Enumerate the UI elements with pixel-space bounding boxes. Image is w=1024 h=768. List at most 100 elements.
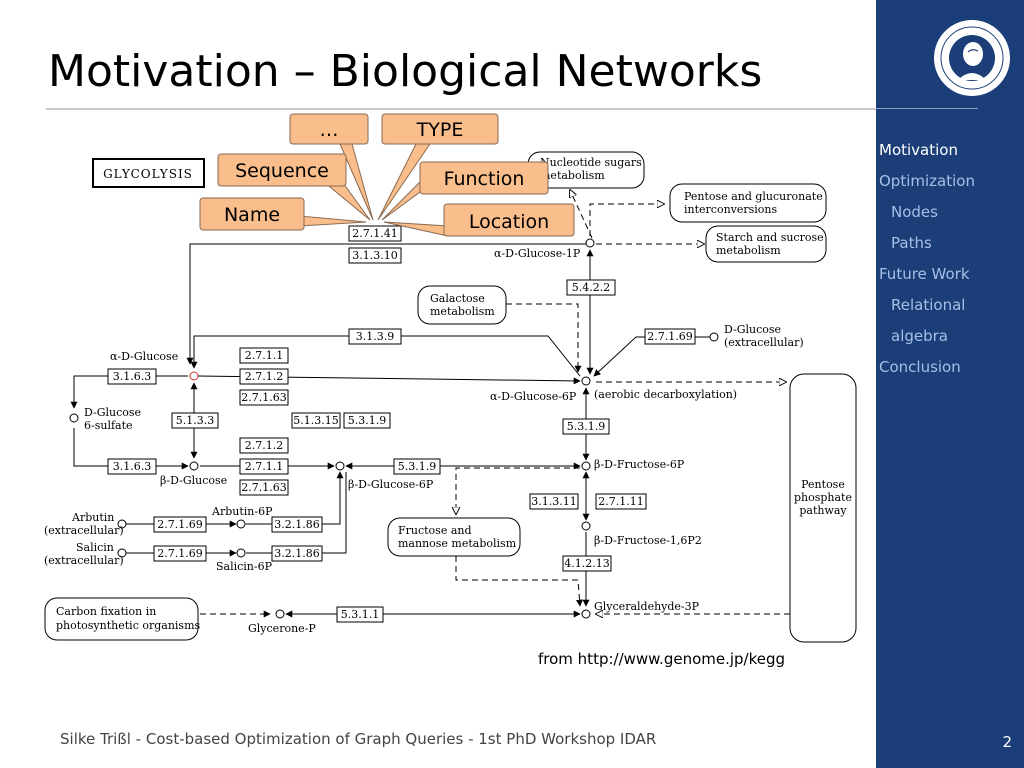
svg-text:Salicin: Salicin xyxy=(76,541,114,554)
svg-text:TYPE: TYPE xyxy=(416,119,464,141)
slide-title: Motivation – Biological Networks xyxy=(48,46,763,97)
nav-item-conclusion[interactable]: Conclusion xyxy=(879,358,961,376)
slide-footer: Silke Trißl - Cost-based Optimization of… xyxy=(60,730,657,748)
svg-text:α-D-Glucose: α-D-Glucose xyxy=(110,350,178,363)
map-fructose-mannose[interactable]: Fructose and mannose metabolism xyxy=(387,517,521,557)
svg-text:Location: Location xyxy=(469,211,549,233)
svg-text:3.1.3.10: 3.1.3.10 xyxy=(352,249,397,262)
svg-text:5.3.1.9: 5.3.1.9 xyxy=(348,414,386,427)
enzyme-box: 5.3.1.1 xyxy=(336,606,384,623)
enzyme-box: 2.7.1.11 xyxy=(595,493,647,510)
nav-item-optimization[interactable]: Optimization xyxy=(879,172,975,190)
svg-text:β-D-Fructose-6P: β-D-Fructose-6P xyxy=(594,458,685,471)
svg-text:Sequence: Sequence xyxy=(235,160,329,182)
nav-item-future-work[interactable]: Future Work xyxy=(879,265,970,283)
callout-ellipsis: … xyxy=(289,113,369,145)
svg-text:2.7.1.41: 2.7.1.41 xyxy=(352,227,397,240)
svg-text:3.1.3.11: 3.1.3.11 xyxy=(531,495,576,508)
nav-item-relational[interactable]: Relational xyxy=(891,296,966,314)
enzyme-box: 5.3.1.9 xyxy=(343,412,391,429)
svg-text:5.3.1.1: 5.3.1.1 xyxy=(341,608,379,621)
callout-sequence: Sequence xyxy=(217,153,347,187)
svg-text:GLYCOLYSIS: GLYCOLYSIS xyxy=(103,167,193,181)
svg-text:2.7.1.1: 2.7.1.1 xyxy=(245,349,283,362)
enzyme-box: 3.1.6.3 xyxy=(107,368,157,385)
svg-text:6-sulfate: 6-sulfate xyxy=(84,419,133,432)
svg-text:β-D-Fructose-1,6P2: β-D-Fructose-1,6P2 xyxy=(594,534,702,547)
nav-item-algebra[interactable]: algebra xyxy=(891,327,948,345)
svg-text:Salicin-6P: Salicin-6P xyxy=(216,560,273,573)
svg-text:…: … xyxy=(320,119,339,141)
enzyme-box: 3.2.1.86 xyxy=(271,545,323,562)
pathway-title: GLYCOLYSIS xyxy=(92,158,205,188)
enzyme-box: 4.1.2.13 xyxy=(562,555,612,572)
nav-item-nodes[interactable]: Nodes xyxy=(891,203,938,221)
svg-text:α-D-Glucose-1P: α-D-Glucose-1P xyxy=(494,247,581,260)
enzyme-boxes: 2.7.1.41 3.1.3.10 5.4.2.2 3.1.3.9 2.7.1.… xyxy=(107,225,696,623)
enzyme-box: 2.7.1.1 xyxy=(239,347,289,364)
svg-text:α-D-Glucose-6P: α-D-Glucose-6P xyxy=(490,390,577,403)
enzyme-box: 2.7.1.1 xyxy=(239,458,289,475)
svg-text:5.3.1.9: 5.3.1.9 xyxy=(567,420,605,433)
map-nucleotide-sugars[interactable]: Nucleotide sugars metabolism xyxy=(527,151,645,189)
svg-text:3.1.6.3: 3.1.6.3 xyxy=(113,460,151,473)
enzyme-box: 3.1.3.9 xyxy=(348,328,402,345)
svg-text:2.7.1.2: 2.7.1.2 xyxy=(245,439,283,452)
svg-text:Pentose: Pentose xyxy=(801,478,845,491)
enzyme-box: 2.7.1.63 xyxy=(239,389,289,406)
callout-function: Function xyxy=(419,161,549,195)
svg-text:Carbon fixation in: Carbon fixation in xyxy=(56,605,156,618)
svg-text:phosphate: phosphate xyxy=(794,491,852,504)
svg-text:2.7.1.69: 2.7.1.69 xyxy=(647,330,692,343)
callout-tails xyxy=(299,143,449,237)
map-pentose-glucuronate[interactable]: Pentose and glucuronate interconversions xyxy=(669,183,827,223)
enzyme-box: 3.2.1.86 xyxy=(271,516,323,533)
map-galactose[interactable]: Galactose metabolism xyxy=(417,285,507,325)
svg-text:3.1.6.3: 3.1.6.3 xyxy=(113,370,151,383)
svg-text:β-D-Glucose-6P: β-D-Glucose-6P xyxy=(348,478,434,491)
svg-text:3.2.1.86: 3.2.1.86 xyxy=(274,547,319,560)
svg-text:2.7.1.63: 2.7.1.63 xyxy=(241,481,286,494)
nav-item-motivation[interactable]: Motivation xyxy=(879,141,958,159)
enzyme-box: 2.7.1.69 xyxy=(644,328,696,345)
enzyme-box: 3.1.3.10 xyxy=(348,247,402,264)
svg-text:5.3.1.9: 5.3.1.9 xyxy=(398,460,436,473)
svg-text:Pentose and glucuronate: Pentose and glucuronate xyxy=(684,190,823,203)
map-carbon-fixation[interactable]: Carbon fixation in photosynthetic organi… xyxy=(44,597,201,641)
title-divider xyxy=(46,108,876,110)
enzyme-box: 5.1.3.3 xyxy=(171,412,219,429)
compound-nodes xyxy=(69,238,719,619)
section-nav: Motivation Optimization Nodes Paths Futu… xyxy=(879,139,1019,387)
enzyme-box: 5.3.1.9 xyxy=(562,418,610,435)
svg-text:(extracellular): (extracellular) xyxy=(44,554,124,567)
svg-text:mannose metabolism: mannose metabolism xyxy=(398,537,517,550)
nav-item-paths[interactable]: Paths xyxy=(891,234,932,252)
enzyme-box: 3.1.3.11 xyxy=(529,493,579,510)
enzyme-box: 3.1.6.3 xyxy=(107,458,157,475)
map-pentose-phosphate[interactable]: Pentose phosphate pathway xyxy=(789,373,857,643)
svg-text:pathway: pathway xyxy=(799,504,847,517)
svg-text:5.1.3.15: 5.1.3.15 xyxy=(293,414,338,427)
svg-text:4.1.2.13: 4.1.2.13 xyxy=(564,557,609,570)
map-links xyxy=(200,190,790,614)
svg-text:interconversions: interconversions xyxy=(684,203,778,216)
svg-text:Galactose: Galactose xyxy=(430,292,485,305)
callout-type: TYPE xyxy=(381,113,499,145)
source-credit: from http://www.genome.jp/kegg xyxy=(538,650,786,668)
sidebar xyxy=(876,0,1024,768)
svg-text:(extracellular): (extracellular) xyxy=(44,524,124,537)
glycolysis-diagram: GLYCOLYSIS Nucleotide sugars metabolism … xyxy=(44,113,857,643)
svg-text:photosynthetic organisms: photosynthetic organisms xyxy=(56,619,201,632)
svg-text:metabolism: metabolism xyxy=(540,169,605,182)
enzyme-box: 5.4.2.2 xyxy=(566,279,616,296)
map-starch-sucrose[interactable]: Starch and sucrose metabolism xyxy=(705,225,827,263)
sidebar-divider xyxy=(876,108,978,109)
svg-text:5.1.3.3: 5.1.3.3 xyxy=(176,414,214,427)
svg-text:D-Glucose: D-Glucose xyxy=(724,323,781,336)
svg-text:Nucleotide sugars: Nucleotide sugars xyxy=(540,156,642,169)
svg-text:Glyceraldehyde-3P: Glyceraldehyde-3P xyxy=(594,600,700,613)
svg-text:2.7.1.63: 2.7.1.63 xyxy=(241,391,286,404)
callout-name: Name xyxy=(199,197,305,231)
enzyme-box: 2.7.1.69 xyxy=(153,545,207,562)
enzyme-box: 5.1.3.15 xyxy=(291,412,341,429)
